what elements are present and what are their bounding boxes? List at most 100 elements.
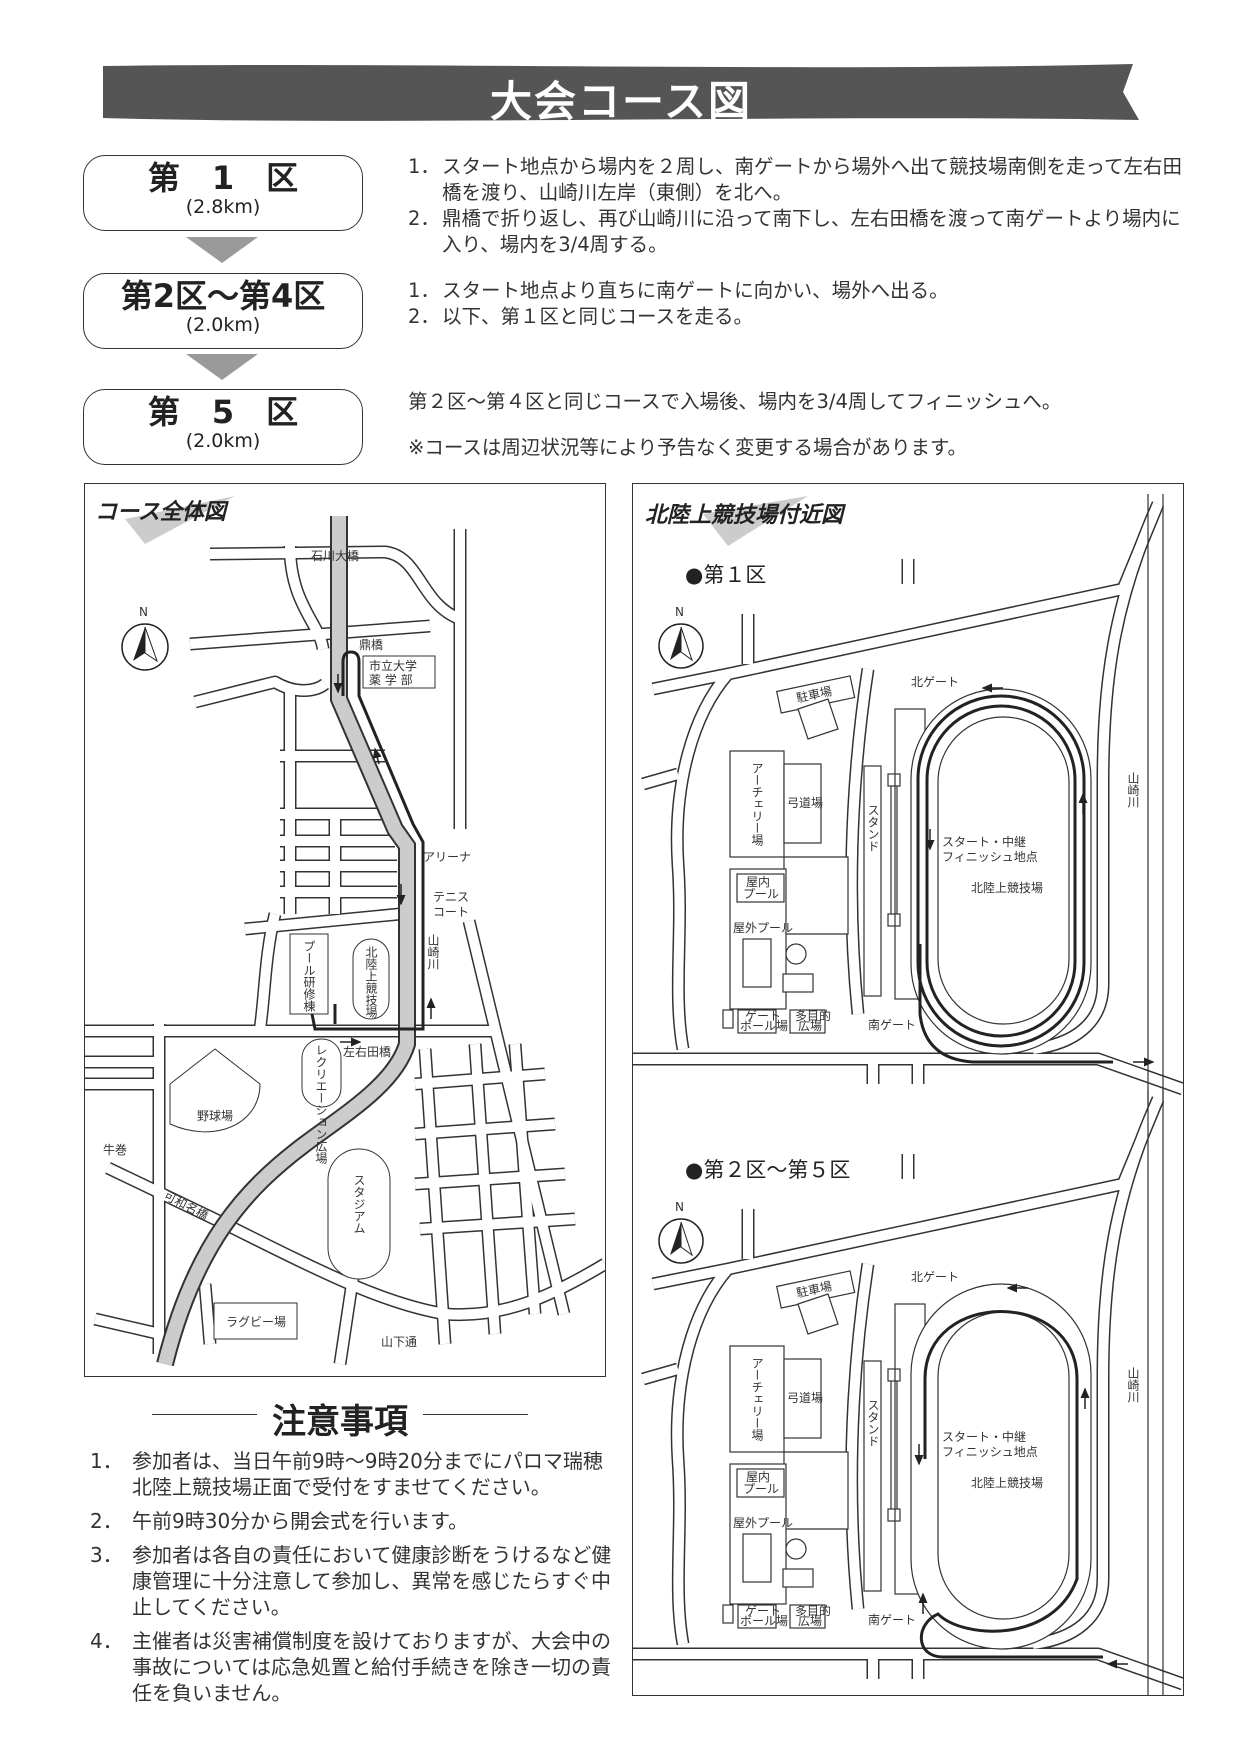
label: 牛巻 (103, 1142, 127, 1157)
course-change-notice: ※コースは周辺状況等により予告なく変更する場合があります。 (408, 436, 968, 459)
north-label: N (675, 1200, 684, 1214)
map-title: コース全体図 (95, 499, 230, 525)
leg-2-4-box: 第2区～第4区 (2.0km) (83, 273, 363, 349)
page-title: 大会コース図 (490, 77, 752, 126)
leg-5-box: 第 5 区 (2.0km) (83, 389, 363, 465)
label: アーチェリー場 (750, 762, 764, 847)
label: ゲート (745, 1009, 781, 1023)
item-text: スタート地点から場内を２周し、南ゲートから場外へ出て競技場南側を走って左右田橋を… (442, 155, 1183, 204)
stadium-oval (327, 1148, 391, 1280)
item-number: 2． (90, 1509, 123, 1533)
label: 鼎橋 (359, 638, 383, 652)
label: 屋内 (746, 875, 770, 889)
note-item: 1． 参加者は、当日午前9時～9時20分までにパロマ瑞穂北陸上競技場正面で受付をす… (90, 1448, 620, 1500)
label: 屋外プール (733, 1516, 793, 1530)
course-route (919, 1310, 1103, 1659)
leg-distance: (2.8km) (185, 196, 261, 218)
north-label: N (139, 605, 148, 619)
label: 山崎川 (1126, 772, 1140, 808)
baseball-field (169, 1048, 261, 1133)
label: フィニッシュ地点 (942, 1445, 1038, 1459)
overall-course-map: コース全体図 N 市立大学 薬 学 部 石川大橋 鼎橋 アリーナ テニス コート… (84, 483, 606, 1377)
label: ゲート (745, 1604, 781, 1618)
item-text: 以下、第１区と同じコースを走る。 (442, 305, 754, 328)
label: 弓道場 (787, 796, 823, 810)
leg-name: 第 5 区 (147, 393, 299, 431)
description-item: 第２区～第４区と同じコースで入場後、場内を3/4周してフィニッシュへ。 (408, 390, 1062, 413)
divider (152, 1414, 257, 1415)
label: プール (743, 1482, 779, 1496)
label: 石川大橋 (311, 549, 359, 563)
description-item: 1．スタート地点より直ちに南ゲートに向かい、場外へ出る。 (408, 278, 1188, 304)
label: フィニッシュ地点 (942, 850, 1038, 864)
label: テニス (433, 890, 469, 904)
label: 野球場 (197, 1109, 233, 1123)
recreation-plaza-oval (301, 1038, 342, 1108)
north-compass-icon: N (121, 605, 169, 671)
note-item: 4．主催者は災害補償制度を設けておりますが、大会中の事故については応急処置と給付… (90, 1628, 620, 1706)
label: プール (743, 887, 779, 901)
leg-2-5-stadium-map: ●第２区～第５区 N 北ゲート 駐車場 アーチェリー場 弓道場 スタンド 屋内 … (633, 1088, 1183, 1695)
label: 多目的 (795, 1603, 831, 1618)
north-compass-icon: N (658, 605, 704, 669)
highway-median (158, 516, 414, 1366)
label: 広場 (798, 1019, 822, 1033)
label: 屋内 (746, 1470, 770, 1484)
leg-name: 第2区～第4区 (120, 277, 326, 315)
course-route (308, 650, 425, 1031)
course-exit-route (918, 944, 1113, 1064)
map-title: 北陸上競技場付近図 (645, 502, 847, 528)
leg-1-description: 1．スタート地点から場内を２周し、南ゲートから場外へ出て競技場南側を走って左右田… (408, 154, 1188, 258)
note-item: 2． 午前9時30分から開会式を行います。 (90, 1508, 620, 1534)
item-text: スタート地点より直ちに南ゲートに向かい、場外へ出る。 (442, 279, 949, 302)
item-text: 参加者は各自の責任において健康診断をうけるなど健康管理に十分注意して参加し、異常… (132, 1543, 612, 1619)
item-number: 4． (90, 1629, 123, 1653)
description-item: 2．以下、第１区と同じコースを走る。 (408, 304, 1188, 330)
item-number: 1． (408, 279, 440, 302)
label: ボール場 (740, 1019, 788, 1033)
label: スタンド (866, 1399, 880, 1447)
label: 駐車場 (795, 1278, 833, 1300)
label: 南ゲート (868, 1612, 916, 1627)
course-lap-outer (916, 694, 1086, 1048)
item-number: 1． (90, 1449, 123, 1473)
label: 山崎川 (1126, 1367, 1140, 1403)
label: 北陸上競技場 (971, 1475, 1043, 1490)
label: 多目的 (795, 1008, 831, 1023)
item-text: 参加者は、当日午前9時～9時20分までにパロマ瑞穂北陸上競技場正面で受付をすませ… (132, 1449, 603, 1499)
label: ラグビー場 (226, 1315, 286, 1329)
label: ボール場 (740, 1614, 788, 1628)
label: 北ゲート (911, 675, 959, 689)
label: 広場 (798, 1614, 822, 1628)
leg-2-5-heading: ●第２区～第５区 (685, 1158, 850, 1182)
label: 山崎川 (426, 934, 440, 970)
item-text: 午前9時30分から開会式を行います。 (132, 1509, 469, 1533)
label: 薬 学 部 (369, 672, 413, 687)
label: アーチェリー場 (750, 1357, 764, 1442)
pool-training-building (289, 933, 329, 1015)
item-number: 3． (90, 1543, 123, 1567)
label: 北陸上競技場 (364, 946, 378, 1019)
banner-ribbon (103, 64, 1139, 121)
title-accent (703, 496, 808, 546)
label: 市立大学 (369, 658, 417, 673)
notes-title: 注意事項 (272, 1402, 408, 1442)
item-number: 2． (408, 305, 440, 328)
title-banner: 大会コース図 (103, 64, 1139, 126)
stadium-vicinity-map: 北陸上競技場付近図 ●第１区 N 北ゲート 駐車場 アーチェリー場 弓道場 スタ… (632, 483, 1184, 1696)
north-compass-icon: N (658, 1200, 704, 1264)
course-lap-inner (925, 704, 1077, 1038)
leg-distance: (2.0km) (185, 314, 261, 336)
item-text: 鼎橋で折り返し、再び山崎川に沿って南下し、左右田橋を渡って南ゲートより場内に入り… (442, 207, 1181, 256)
down-arrow-icon (186, 237, 258, 263)
leg-distance: (2.0km) (185, 430, 261, 452)
note-item: 3． 参加者は各自の責任において健康診断をうけるなど健康管理に十分注意して参加し、… (90, 1542, 620, 1620)
north-label: N (675, 605, 684, 619)
description-item: 1．スタート地点から場内を２周し、南ゲートから場外へ出て競技場南側を走って左右田… (408, 154, 1188, 206)
athletics-stadium-oval (352, 938, 390, 1020)
notes-heading: 注意事項 (152, 1394, 528, 1443)
item-number: 2． (408, 207, 440, 230)
leg-1-stadium-map: ●第１区 N 北ゲート 駐車場 アーチェリー場 弓道場 スタンド 屋内 プール … (633, 493, 1183, 1105)
label: スタンド (866, 804, 880, 852)
label: コート (433, 905, 469, 919)
